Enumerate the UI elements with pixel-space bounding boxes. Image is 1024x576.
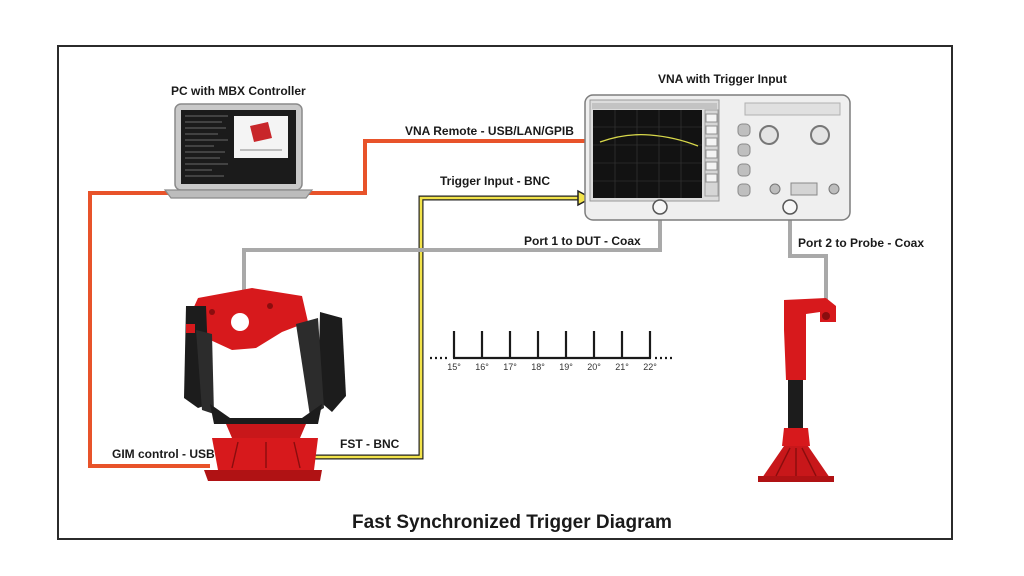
trigger-input-label: Trigger Input - BNC [440, 174, 550, 188]
vna-instrument-icon [584, 94, 851, 221]
tick-label: 18° [531, 362, 545, 372]
tick-label: 20° [587, 362, 601, 372]
tick-label: 22° [643, 362, 657, 372]
gimbal-positioner-icon [184, 288, 346, 481]
fst-label: FST - BNC [340, 437, 400, 451]
tick-label: 19° [559, 362, 573, 372]
trigger-tick-scale [430, 331, 674, 360]
vna-remote-label: VNA Remote - USB/LAN/GPIB [405, 124, 574, 138]
laptop-icon [163, 103, 314, 199]
gim-control-cable [88, 191, 210, 468]
diagram-title: Fast Synchronized Trigger Diagram [352, 512, 672, 533]
tick-label: 21° [615, 362, 629, 372]
port2-label: Port 2 to Probe - Coax [798, 236, 925, 250]
tick-label: 17° [503, 362, 517, 372]
probe-stand-icon [758, 298, 836, 482]
vna-label: VNA with Trigger Input [658, 72, 787, 86]
tick-label: 16° [475, 362, 489, 372]
tick-label: 15° [447, 362, 461, 372]
vna-remote-cable [268, 139, 588, 195]
port1-label: Port 1 to DUT - Coax [524, 234, 641, 248]
gim-control-label: GIM control - USB [112, 447, 215, 461]
port1-coax-cable [242, 208, 662, 294]
diagram-frame [57, 45, 953, 540]
pc-label: PC with MBX Controller [171, 84, 306, 98]
port2-coax-cable [788, 208, 828, 300]
